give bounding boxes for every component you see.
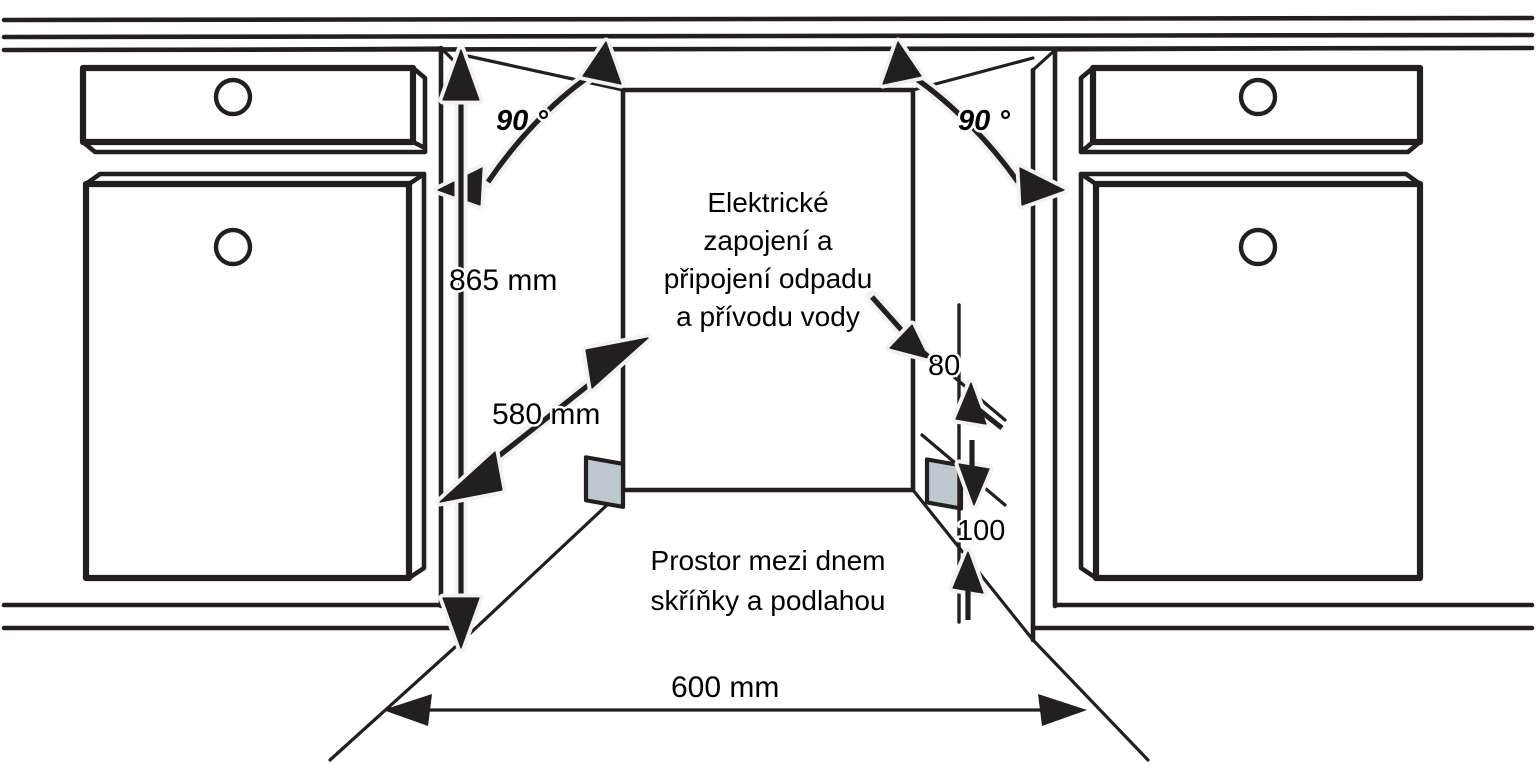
left-cabinet-top-line <box>54 46 443 52</box>
height-label: 865 mm <box>449 264 557 297</box>
right-cabinet-top-line <box>1053 46 1534 52</box>
gap-arrow-up-head <box>955 382 987 425</box>
width-arrow-left-head <box>383 694 432 726</box>
left-door <box>82 171 427 582</box>
height-arrow-bottom-head <box>442 597 480 649</box>
left-drawer <box>79 64 428 155</box>
floor-line-right <box>1031 638 1150 762</box>
right-door-face <box>1092 180 1424 582</box>
depth-label: 580 mm <box>492 398 600 431</box>
angle-indicator-right: 90 ° <box>878 37 1069 210</box>
gap-bottom-label: 100 <box>957 515 1005 547</box>
dimension-width-600: 600 mm <box>383 669 1087 726</box>
right-carcass-top-chamfer <box>1031 48 1057 72</box>
note-callout-line <box>870 295 908 337</box>
connections-note-line-1: Elektrické <box>707 187 828 218</box>
note-callout-arrow-head <box>889 324 929 359</box>
connections-note-line-3: připojení odpadu <box>664 263 873 294</box>
dimension-service-gaps: 80 100 <box>865 290 1008 624</box>
depth-arrow-high-head <box>585 337 649 389</box>
niche-perspective-bottom-left <box>461 488 625 642</box>
dimension-height-865: 865 mm <box>438 45 560 653</box>
left-door-knob-icon <box>213 227 253 267</box>
right-drawer-bottom-bevel <box>1078 139 1423 155</box>
niche-recess <box>328 53 1150 762</box>
countertop-lines <box>1 15 1535 53</box>
plinth-block-right <box>924 457 964 511</box>
right-drawer-left-bevel <box>1078 65 1096 155</box>
angle-arrow-left-up-head <box>582 41 622 85</box>
plinth-note-line-2: skříňky a podlahou <box>650 585 885 616</box>
angle-label-left: 90 ° <box>496 105 548 137</box>
countertop-top-edge <box>1 15 1535 23</box>
left-door-top-bevel <box>83 171 427 187</box>
service-guide-line-upper <box>920 348 1007 422</box>
connections-note: Elektrické zapojení a připojení odpadu a… <box>661 185 875 335</box>
angle-label-right: 90 ° <box>958 105 1010 137</box>
left-drawer-right-bevel <box>410 65 428 151</box>
left-drawer-bottom-bevel <box>80 139 428 155</box>
right-drawer <box>1078 64 1424 155</box>
depth-arrow-low-head <box>439 451 503 503</box>
connections-note-line-2: zapojení a <box>703 225 833 256</box>
gap-arrow-up-tail <box>972 403 1004 431</box>
width-label: 600 mm <box>671 671 779 704</box>
left-door-right-bevel <box>406 171 427 581</box>
right-drawer-knob-icon <box>1238 77 1278 117</box>
niche-perspective-top-left <box>461 53 625 92</box>
dimension-depth-580: 580 mm <box>435 333 653 507</box>
connections-note-line-4: a přívodu vody <box>676 301 860 332</box>
right-door-top-bevel <box>1078 171 1423 187</box>
right-door-knob-icon <box>1238 227 1278 267</box>
right-cabinet <box>1030 46 1535 643</box>
left-cabinet <box>1 45 466 643</box>
angle-arc-left <box>485 69 598 184</box>
right-door <box>1078 171 1424 582</box>
countertop-mid-edge <box>1 32 1535 40</box>
width-arrow-right-head <box>1038 694 1087 726</box>
height-arrow-top-head <box>442 49 480 101</box>
plinth-block-left <box>583 455 626 509</box>
right-door-left-bevel <box>1078 171 1099 581</box>
plinth-note-line-1: Prostor mezi dnem <box>651 545 886 576</box>
angle-arrow-right-up-head <box>882 41 922 85</box>
left-drawer-knob-icon <box>213 77 253 117</box>
floor-line-left <box>328 638 465 762</box>
angle-arrow-right-side-head <box>1019 167 1065 206</box>
plinth-note: Prostor mezi dnem skříňky a podlahou <box>648 543 888 619</box>
gap-top-label: 80 <box>928 350 960 382</box>
